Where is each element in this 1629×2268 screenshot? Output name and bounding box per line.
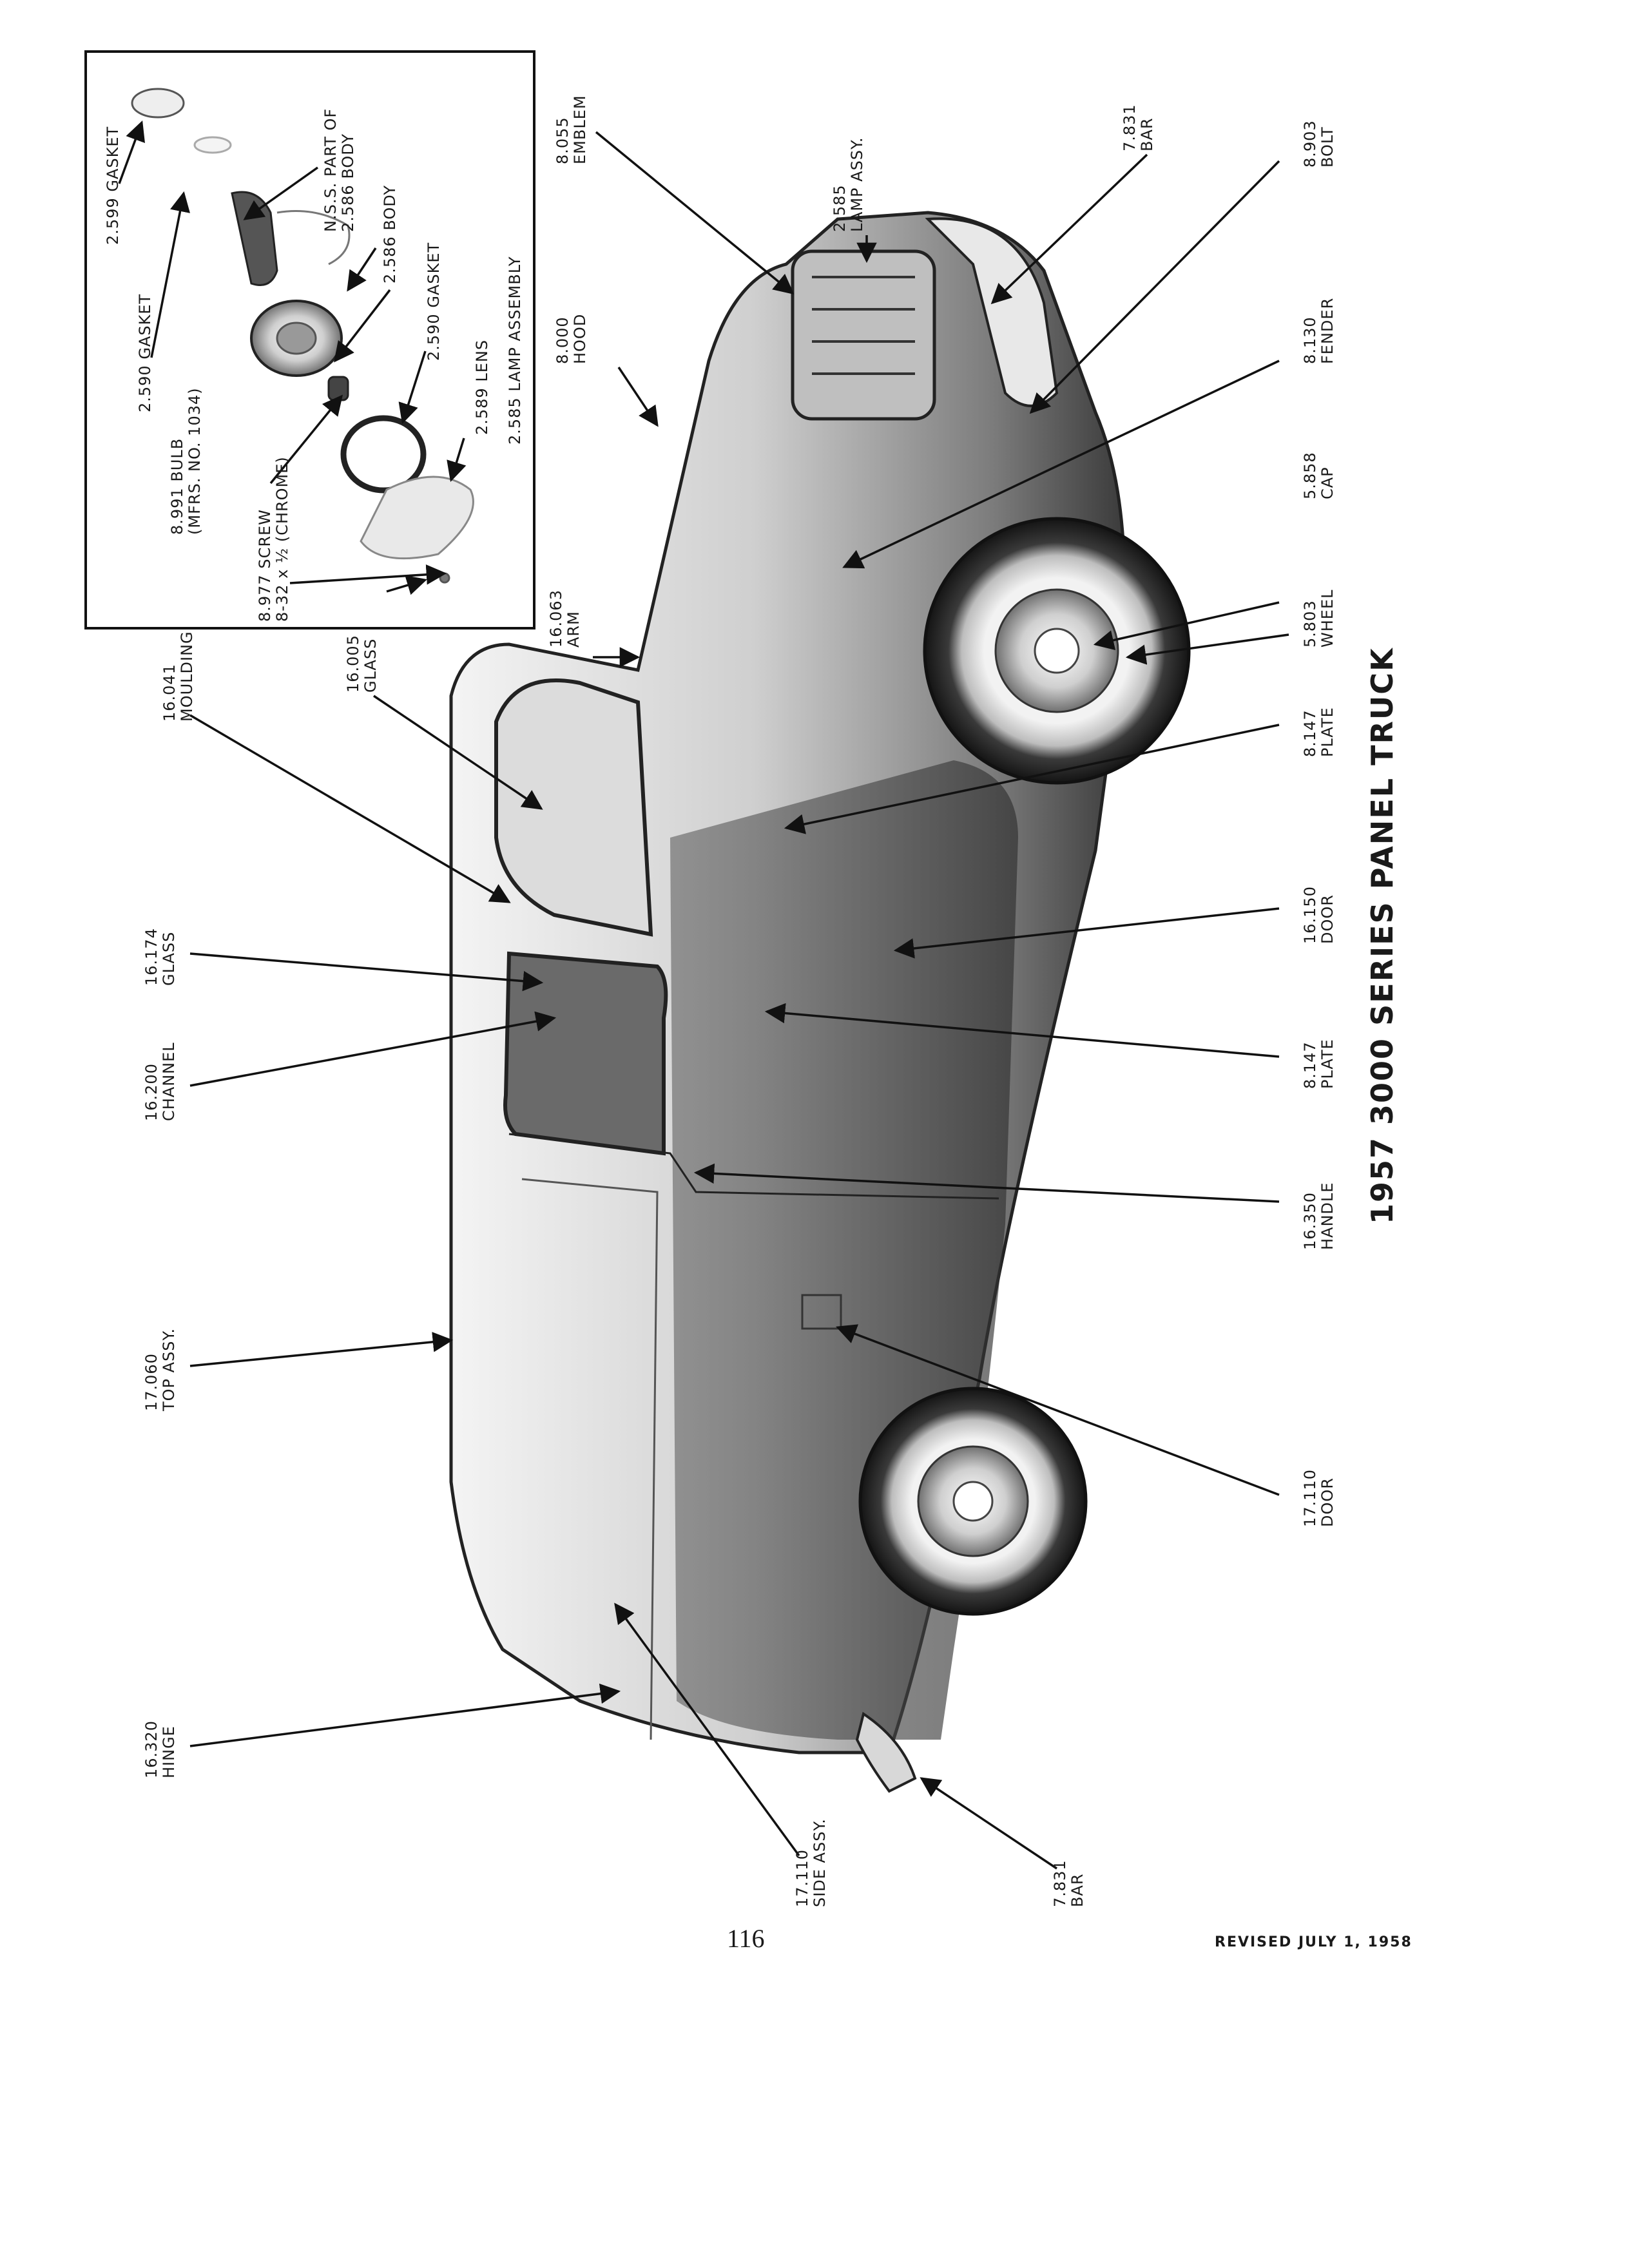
page-title: 1957 3000 SERIES PANEL TRUCK xyxy=(1365,647,1400,1224)
callout-bulb-8991: 8.991 BULB (MFRS. NO. 1034) xyxy=(168,387,204,535)
callout-nss-part-of-body: N.S.S. PART OF 2.586 BODY xyxy=(322,108,357,232)
callout-gasket-2599: 2.599 GASKET xyxy=(104,126,122,245)
callout-lamp-assembly: 2.585 LAMP ASSEMBLY xyxy=(506,256,524,445)
callout-leaders xyxy=(189,131,1289,1870)
inset-box xyxy=(84,50,535,629)
revision-date: REVISED JULY 1, 1958 xyxy=(1215,1934,1412,1950)
callout-gasket-2590-lower: 2.590 GASKET xyxy=(425,242,443,361)
callout-body-2586: 2.586 BODY xyxy=(381,184,399,284)
callout-gasket-2590: 2.590 GASKET xyxy=(136,293,154,412)
callout-lens-2589: 2.589 LENS xyxy=(473,339,491,435)
truck-body xyxy=(449,211,1191,1793)
inset-parts xyxy=(131,88,474,584)
inset-leaders xyxy=(118,120,467,595)
callout-screw-8977: 8.977 SCREW 8-32 x ½ (CHROME) xyxy=(256,456,291,622)
page-number: 116 xyxy=(727,1924,765,1953)
